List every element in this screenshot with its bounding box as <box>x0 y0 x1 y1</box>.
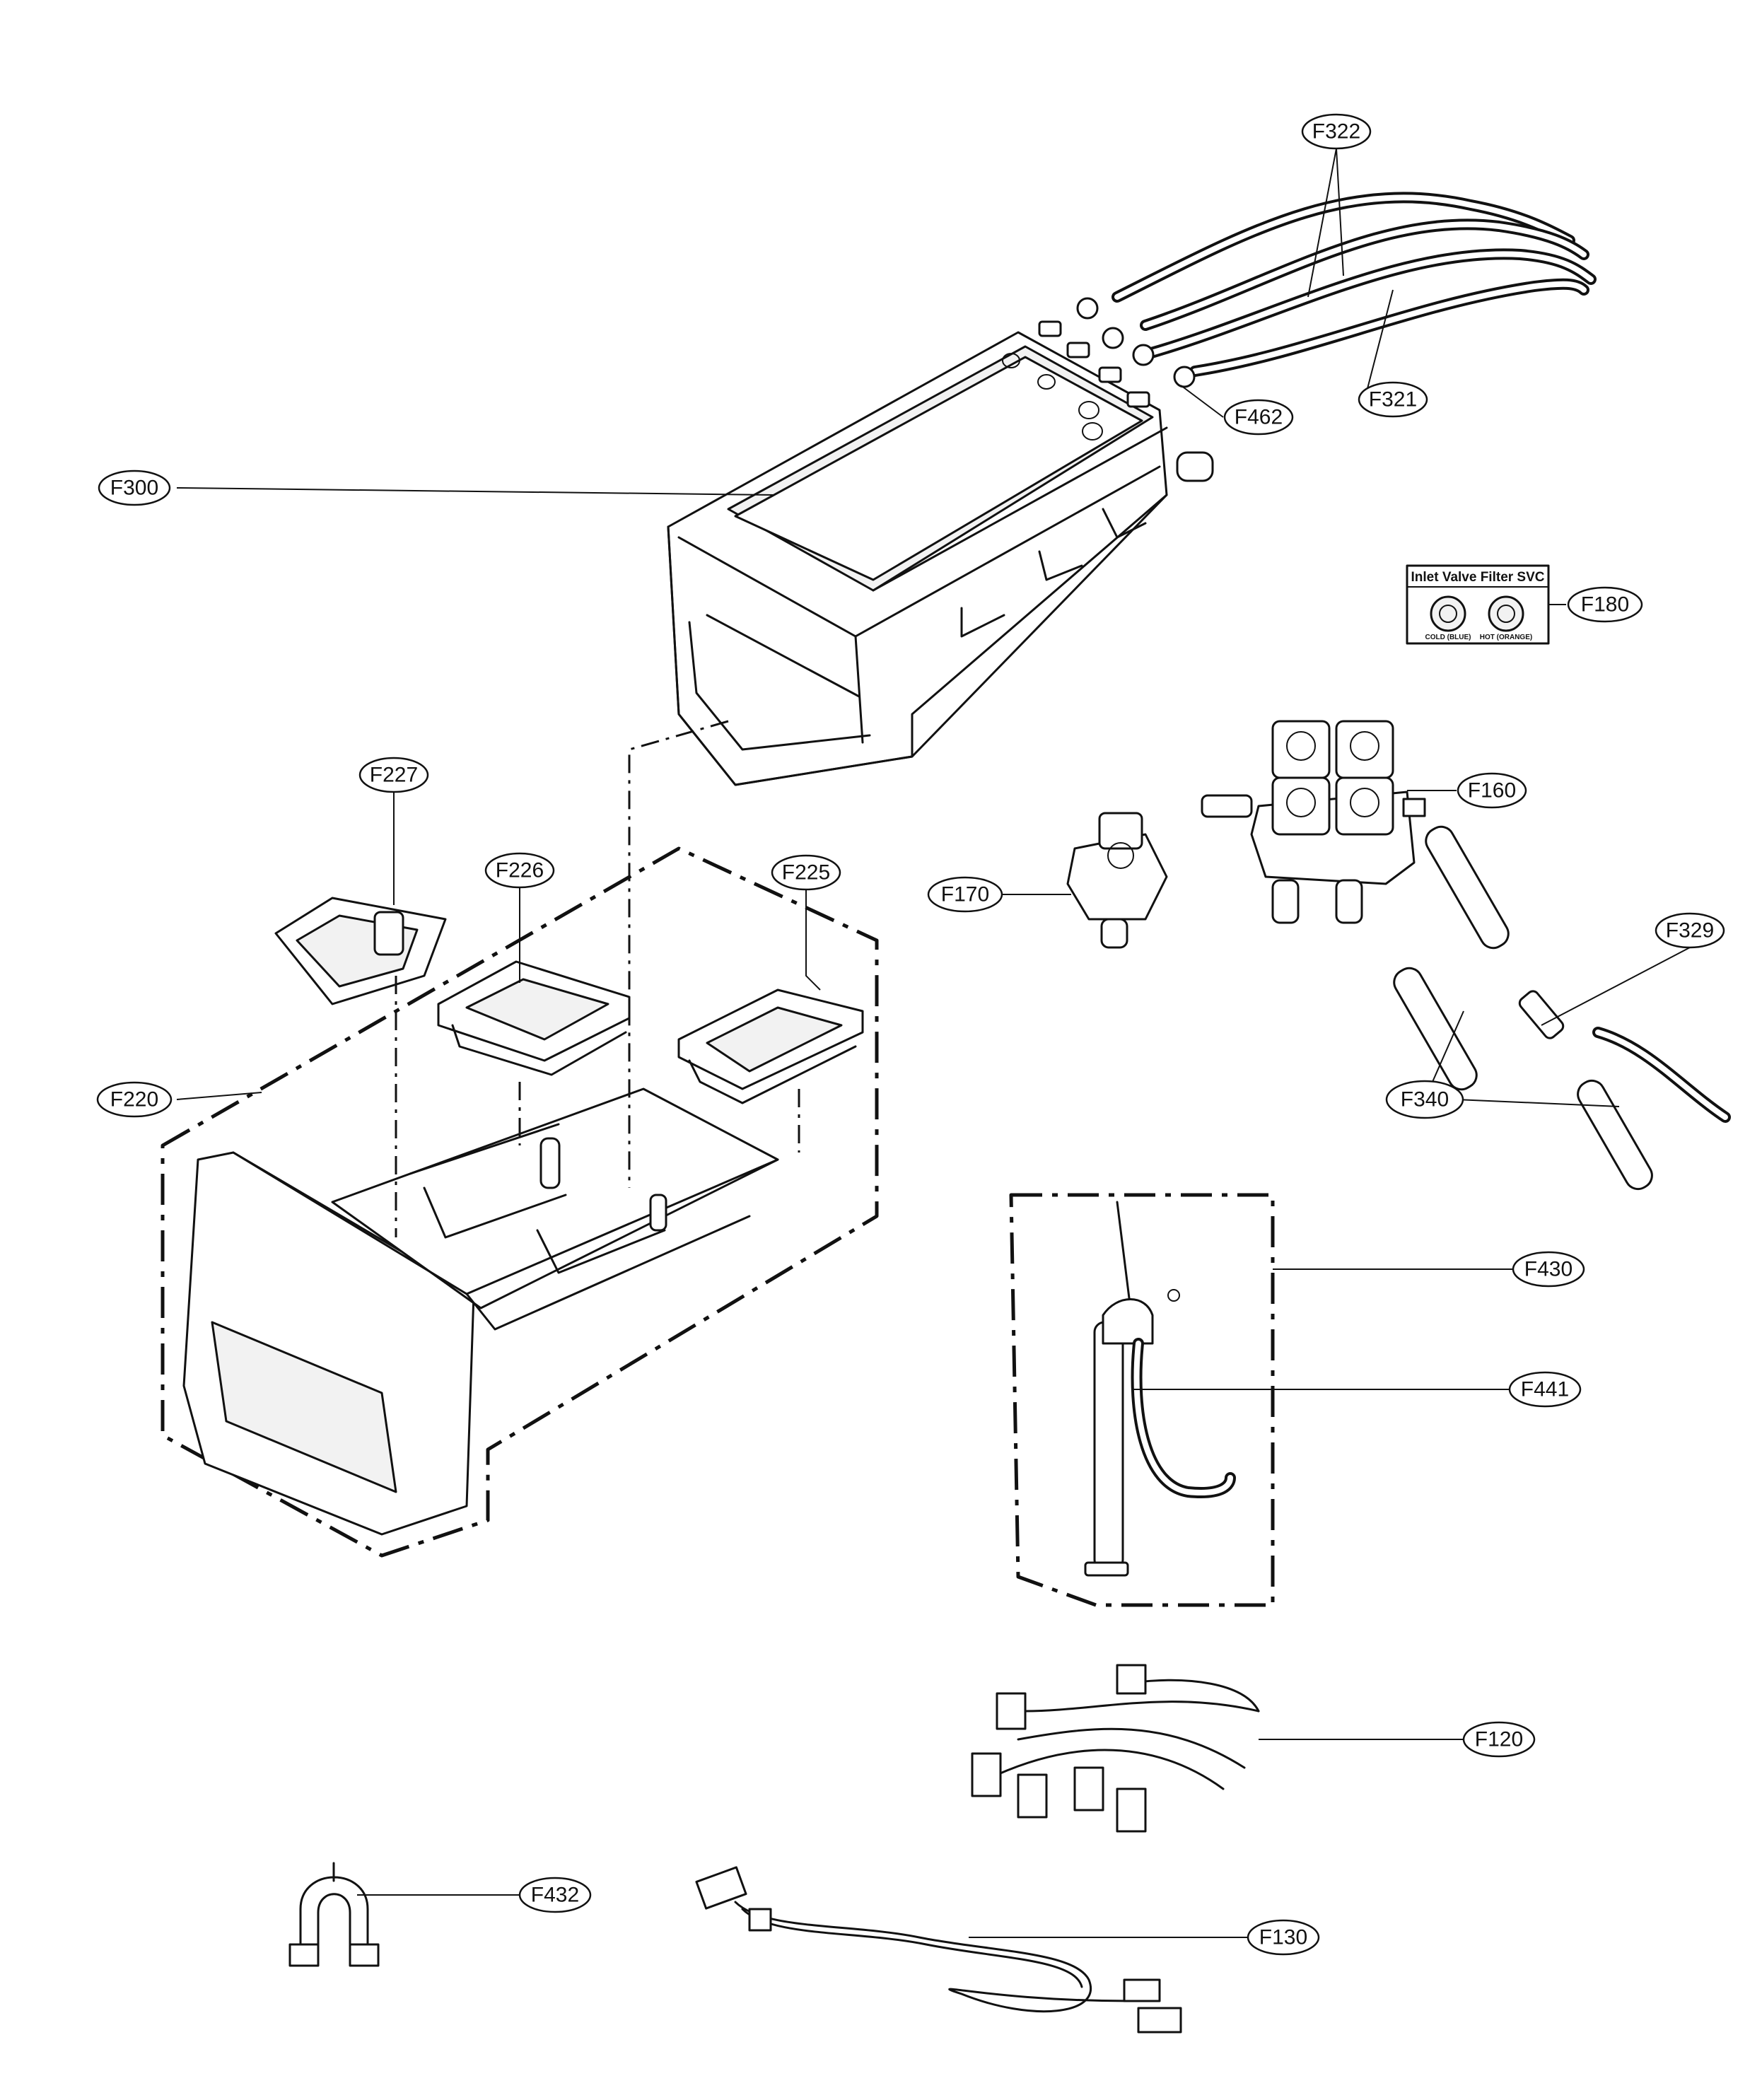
hot-filter-label: HOT (ORANGE) <box>1480 634 1532 641</box>
drain-assembly-boundary <box>1009 1193 1275 1607</box>
svg-text:F220: F220 <box>110 1088 158 1112</box>
hot-filter-icon <box>1488 595 1524 632</box>
svg-text:F160: F160 <box>1468 779 1516 803</box>
callout-f130: F130 <box>1247 1919 1320 1956</box>
callout-f170: F170 <box>927 876 1003 913</box>
svg-text:F130: F130 <box>1259 1926 1307 1949</box>
drain-hose-part <box>1084 1201 1236 1577</box>
cold-filter-label: COLD (BLUE) <box>1425 634 1471 641</box>
svg-text:F225: F225 <box>782 861 830 885</box>
svg-text:F329: F329 <box>1666 919 1714 943</box>
callout-f462: F462 <box>1223 399 1294 436</box>
callout-f300: F300 <box>98 469 171 506</box>
inlet-hoses-part <box>1112 192 1597 377</box>
callout-f227: F227 <box>358 757 429 793</box>
svg-text:F430: F430 <box>1524 1258 1573 1281</box>
callout-f180: F180 <box>1567 586 1643 623</box>
svg-text:F170: F170 <box>941 883 989 906</box>
hose-clamps-part <box>1076 297 1196 388</box>
sub-wire-harness-part <box>695 1866 1182 2034</box>
callout-f321: F321 <box>1358 381 1428 418</box>
single-inlet-valve-part <box>1066 812 1168 949</box>
callout-f220: F220 <box>96 1081 173 1118</box>
inlet-valve-filter-svc-box: Inlet Valve Filter SVC COLD (BLUE) HOT (… <box>1406 564 1550 645</box>
svg-text:F322: F322 <box>1312 120 1360 144</box>
callout-leaders <box>176 148 1691 1938</box>
assembly-dash-lines <box>395 720 800 1237</box>
svg-text:F432: F432 <box>531 1884 579 1907</box>
detergent-drawer-part <box>182 1087 779 1536</box>
svc-box-title: Inlet Valve Filter SVC <box>1411 570 1544 585</box>
fabric-softener-insert-part <box>437 960 631 1076</box>
svg-text:F180: F180 <box>1581 593 1629 617</box>
cold-filter-icon <box>1430 595 1466 632</box>
svg-text:F226: F226 <box>496 859 544 882</box>
svg-text:F441: F441 <box>1521 1378 1569 1401</box>
svg-text:F321: F321 <box>1369 388 1417 412</box>
siphon-cap-part <box>274 897 447 1005</box>
hose-clip-part <box>288 1862 380 1967</box>
svg-text:F227: F227 <box>370 764 418 787</box>
bleach-insert-part <box>677 988 864 1104</box>
drain-tube-parts <box>1393 825 1731 1191</box>
callout-f441: F441 <box>1508 1371 1582 1408</box>
callout-f225: F225 <box>771 854 841 891</box>
callout-f340: F340 <box>1385 1080 1464 1119</box>
svg-text:F120: F120 <box>1475 1728 1523 1751</box>
svg-text:F340: F340 <box>1401 1088 1449 1112</box>
svg-text:F462: F462 <box>1235 406 1283 429</box>
callout-f226: F226 <box>484 852 555 889</box>
callout-f432: F432 <box>518 1877 592 1913</box>
dispenser-housing-part <box>667 320 1214 786</box>
callout-f430: F430 <box>1512 1251 1585 1288</box>
callout-f322: F322 <box>1301 113 1372 150</box>
callout-f120: F120 <box>1462 1721 1536 1758</box>
main-wire-harness-part <box>971 1664 1260 1833</box>
svg-text:F300: F300 <box>110 477 158 500</box>
callout-f160: F160 <box>1457 772 1527 809</box>
inlet-valve-part <box>1201 720 1426 924</box>
callout-f329: F329 <box>1655 912 1725 949</box>
